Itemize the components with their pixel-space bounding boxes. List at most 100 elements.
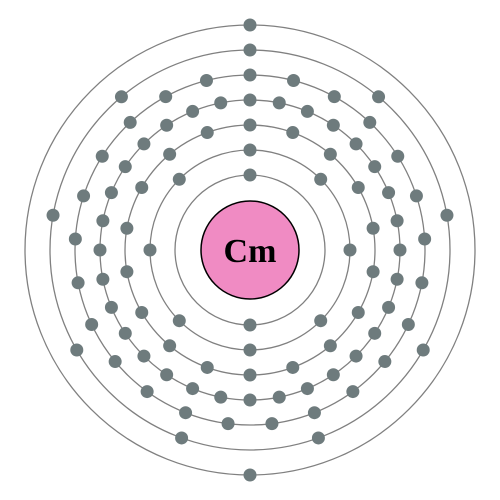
electron-shell-6 (311, 431, 325, 445)
electron-shell-3 (135, 306, 149, 319)
electron-shell-4 (137, 349, 151, 363)
electron-shell-5 (71, 276, 85, 290)
electron-shell-4 (300, 104, 314, 118)
electron-shell-5 (199, 74, 213, 87)
electron-shell-4 (390, 272, 404, 286)
electron-shell-5 (327, 90, 341, 104)
electron-shell-2 (314, 172, 328, 186)
electron-shell-2 (314, 314, 328, 328)
electron-shell-6 (114, 90, 128, 104)
electron-shell-3 (366, 265, 380, 279)
electron-shell-4 (382, 300, 396, 314)
electron-shell-5 (77, 189, 91, 203)
electron-shell-5 (95, 149, 109, 163)
electron-shell-5 (418, 232, 432, 246)
electron-shell-1 (243, 168, 257, 182)
electron-shell-4 (118, 326, 132, 340)
electron-shell-7 (243, 18, 257, 32)
electron-shell-5 (221, 417, 235, 431)
electron-shell-4 (382, 186, 396, 200)
electron-shell-4 (300, 382, 314, 396)
nucleus (200, 200, 300, 300)
electron-shell-3 (200, 126, 214, 140)
electron-shell-5 (346, 385, 360, 399)
electron-shell-4 (368, 326, 382, 340)
electron-shell-6 (416, 343, 430, 357)
electron-shell-4 (118, 160, 132, 174)
electron-shell-4 (243, 393, 257, 407)
electron-shell-4 (104, 186, 118, 200)
electron-shell-2 (172, 172, 186, 186)
electron-shell-5 (68, 232, 82, 246)
electron-shell-5 (108, 355, 122, 369)
electron-shell-2 (243, 343, 257, 357)
electron-shell-5 (307, 406, 321, 420)
electron-shell-6 (46, 208, 60, 222)
electron-shell-5 (363, 115, 377, 129)
electron-shell-6 (243, 43, 257, 57)
electron-shell-5 (243, 68, 257, 82)
electrons (46, 18, 454, 482)
electron-shell-3 (243, 368, 257, 382)
electron-shell-4 (326, 368, 340, 382)
electron-shell-4 (214, 390, 228, 404)
electron-shell-3 (351, 181, 365, 194)
electron-shell-4 (393, 243, 407, 257)
electron-shell-6 (372, 90, 386, 104)
electron-shell-2 (343, 243, 357, 257)
electron-shell-4 (160, 368, 174, 382)
electron-shell-5 (159, 90, 173, 104)
electron-shell-4 (96, 214, 110, 228)
electron-shell-3 (120, 265, 134, 279)
electron-shell-3 (163, 339, 177, 353)
electron-shell-4 (104, 300, 118, 314)
element-symbol: Cm (224, 233, 277, 270)
electron-shell-5 (265, 417, 279, 431)
electron-shell-5 (123, 115, 137, 129)
electron-shell-4 (186, 382, 200, 396)
electron-shell-3 (286, 360, 300, 374)
electron-shell-5 (179, 406, 193, 420)
electron-shell-3 (366, 221, 380, 235)
electron-shell-3 (286, 126, 300, 140)
electron-shell-6 (70, 343, 84, 357)
electron-shell-4 (349, 349, 363, 363)
electron-shell-3 (243, 118, 257, 132)
electron-shell-5 (409, 189, 423, 203)
electron-shell-4 (137, 137, 151, 151)
electron-shell-5 (401, 318, 415, 332)
electron-shell-3 (135, 181, 149, 194)
electron-shell-4 (390, 214, 404, 228)
electron-shell-3 (323, 147, 337, 161)
electron-shell-4 (272, 390, 286, 404)
electron-shell-2 (172, 314, 186, 328)
electron-shell-3 (351, 306, 365, 319)
electron-shell-4 (186, 104, 200, 118)
electron-shell-4 (326, 118, 340, 132)
electron-shell-4 (272, 96, 286, 110)
electron-shell-3 (200, 360, 214, 374)
electron-shell-5 (391, 149, 405, 163)
electron-shell-1 (243, 318, 257, 332)
electron-shell-3 (163, 147, 177, 161)
electron-shell-4 (93, 243, 107, 257)
electron-shell-3 (120, 221, 134, 235)
electron-shell-5 (287, 74, 301, 87)
electron-shell-6 (175, 431, 189, 445)
electron-shell-3 (323, 339, 337, 353)
electron-shell-4 (368, 160, 382, 174)
electron-shell-6 (440, 208, 454, 222)
electron-shell-4 (96, 272, 110, 286)
electron-shell-5 (85, 318, 99, 332)
electron-shell-2 (143, 243, 157, 257)
electron-shell-4 (243, 93, 257, 107)
electron-shell-4 (214, 96, 228, 110)
electron-shell-2 (243, 143, 257, 157)
electron-shell-5 (140, 385, 154, 399)
electron-shell-5 (378, 355, 392, 369)
electron-shell-4 (160, 118, 174, 132)
electron-shell-4 (349, 137, 363, 151)
electron-shell-7 (243, 468, 257, 482)
electron-shell-5 (415, 276, 429, 290)
